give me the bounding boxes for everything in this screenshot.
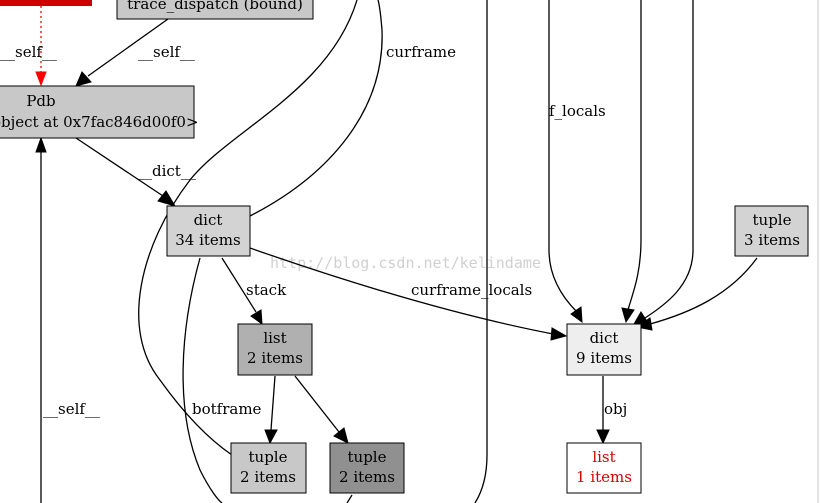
label-self-left: __self__ [0, 43, 57, 61]
node-tuple-b[interactable]: tuple 2 items [329, 442, 405, 494]
node-list-2-title: list [263, 329, 286, 347]
node-pdb-title: Pdb [26, 92, 55, 110]
node-list-1-subtitle: 1 items [576, 468, 632, 486]
edge-obj-arrow [596, 429, 610, 445]
label-curframe-locals: curframe_locals [411, 281, 532, 299]
edge-red-dotted-arrow [35, 71, 47, 87]
edge-tuple3-to-dict9 [649, 257, 758, 325]
node-list-1-title: list [592, 448, 615, 466]
edge-list-to-tuple-a-arrow [264, 429, 278, 445]
edge-stack-arrow [250, 309, 263, 326]
label-curframe: curframe [386, 43, 456, 61]
node-dict-34-subtitle: 34 items [175, 231, 240, 249]
node-trace-dispatch-title: trace_dispatch (bound) [127, 0, 303, 13]
node-list-1[interactable]: list 1 items [566, 442, 642, 494]
edge-stack [221, 257, 257, 313]
edge-pdb-to-dict34 [75, 137, 164, 197]
label-botframe: botframe [192, 400, 262, 418]
label-obj: obj [604, 400, 627, 418]
label-f-locals: f_locals [549, 102, 606, 120]
edge-long-vertical [474, 0, 488, 503]
edge-tuple-b-down [346, 494, 353, 503]
edge-trace-to-pdb [87, 18, 169, 77]
node-pdb[interactable]: Pdb object at 0x7fac846d00f0> [0, 85, 199, 139]
edge-list-to-tuple-a [270, 375, 276, 431]
edge-bottom-self-arrow [35, 136, 47, 153]
edge-f-locals-2 [627, 0, 642, 311]
edge-botframe [182, 257, 223, 503]
node-tuple-3-subtitle: 3 items [744, 231, 800, 249]
edge-f-locals-1-arrow [570, 306, 583, 324]
node-dict-34-title: dict [194, 211, 223, 229]
edge-f-locals-1 [548, 0, 578, 313]
edge-curframe-locals-arrow [550, 327, 568, 341]
node-dict-9-title: dict [590, 329, 619, 347]
edge-pdb-to-dict34-arrow [157, 190, 177, 207]
edge-f-locals-3 [644, 0, 694, 319]
node-dict-9-subtitle: 9 items [576, 349, 632, 367]
node-tuple-b-title: tuple [348, 448, 387, 466]
edge-curframe [249, 0, 383, 217]
node-dict-9[interactable]: dict 9 items [566, 323, 642, 376]
edge-curframe-locals [249, 247, 554, 335]
edge-list-to-tuple-b-arrow [333, 427, 349, 444]
node-dict-34[interactable]: dict 34 items [166, 205, 251, 257]
node-trace-dispatch[interactable]: trace_dispatch (bound) [116, 0, 314, 20]
node-tuple-a-subtitle: 2 items [240, 468, 296, 486]
label-stack: stack [246, 281, 287, 299]
node-list-2-subtitle: 2 items [247, 349, 303, 367]
label-dict: __dict__ [137, 162, 196, 180]
node-tuple-a-title: tuple [249, 448, 288, 466]
edge-f-locals-2-arrow [621, 307, 635, 324]
node-tuple-3-title: tuple [753, 211, 792, 229]
node-tuple-3[interactable]: tuple 3 items [734, 205, 809, 257]
label-self-top: __self__ [138, 43, 195, 61]
edge-list-to-tuple-b [294, 375, 340, 433]
label-self-bottom: __self__ [43, 400, 100, 418]
node-list-2[interactable]: list 2 items [237, 323, 313, 376]
node-tuple-a[interactable]: tuple 2 items [230, 442, 307, 494]
node-tuple-b-subtitle: 2 items [339, 468, 395, 486]
watermark: http://blog.csdn.net/kelindame [270, 254, 541, 272]
edge-trace-to-pdb-arrow [75, 71, 92, 87]
red-node-fragment [0, 0, 92, 6]
node-pdb-subtitle: object at 0x7fac846d00f0> [0, 113, 199, 131]
